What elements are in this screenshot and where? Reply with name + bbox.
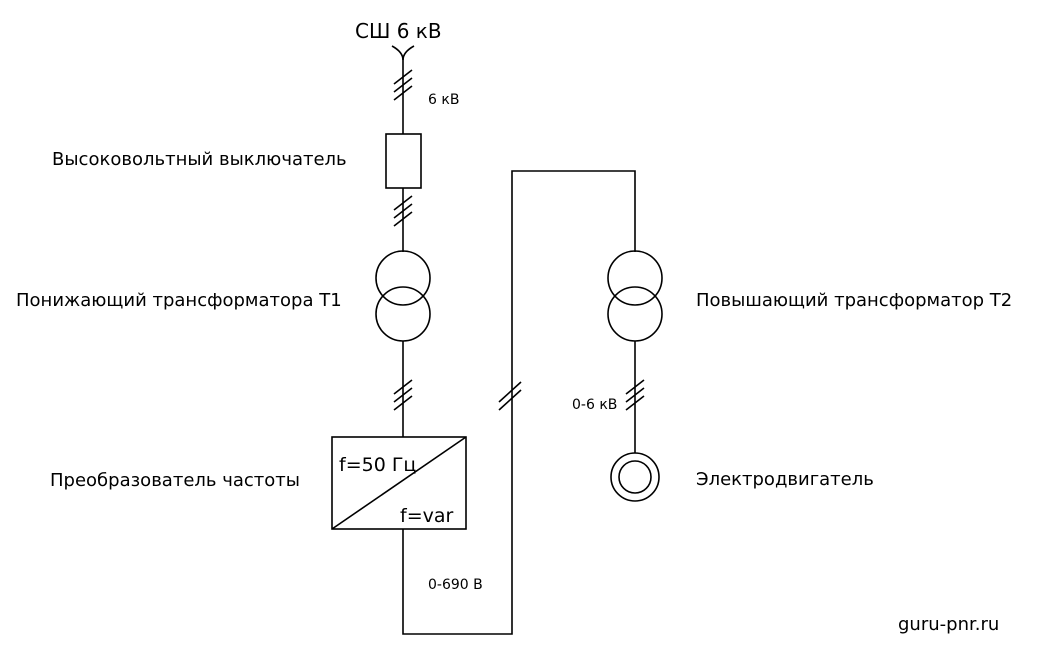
motor-symbol — [610, 452, 660, 502]
frequency-converter-symbol — [331, 436, 467, 530]
converter-label: Преобразователь частоты — [50, 470, 300, 491]
converter-output-frequency: f=var — [400, 505, 453, 527]
voltage-label-output: 0-690 В — [428, 577, 483, 593]
three-phase-mark-loop — [498, 381, 522, 411]
transformer-t2-label: Повышающий трансформатор Т2 — [696, 290, 1012, 311]
watermark-text: guru-pnr.ru — [898, 614, 999, 635]
transformer-t1-symbol — [375, 250, 431, 342]
three-phase-mark-t1 — [393, 379, 413, 411]
breaker-symbol — [385, 133, 422, 189]
busbar-connection — [391, 45, 415, 61]
voltage-label-top: 6 кВ — [428, 92, 459, 108]
three-phase-mark-breaker — [393, 195, 413, 227]
voltage-label-motor: 0-6 кВ — [572, 397, 617, 413]
breaker-label: Высоковольтный выключатель — [52, 149, 347, 170]
converter-input-frequency: f=50 Гц — [339, 454, 416, 476]
three-phase-mark-top — [393, 69, 413, 101]
busbar-label: СШ 6 кВ — [355, 19, 442, 43]
feeder-converter-to-t2 — [402, 170, 636, 635]
transformer-t2-symbol — [607, 250, 663, 342]
transformer-t1-label: Понижающий трансформатора Т1 — [16, 290, 342, 311]
motor-label: Электродвигатель — [696, 469, 874, 490]
three-phase-mark-t2 — [625, 379, 645, 411]
